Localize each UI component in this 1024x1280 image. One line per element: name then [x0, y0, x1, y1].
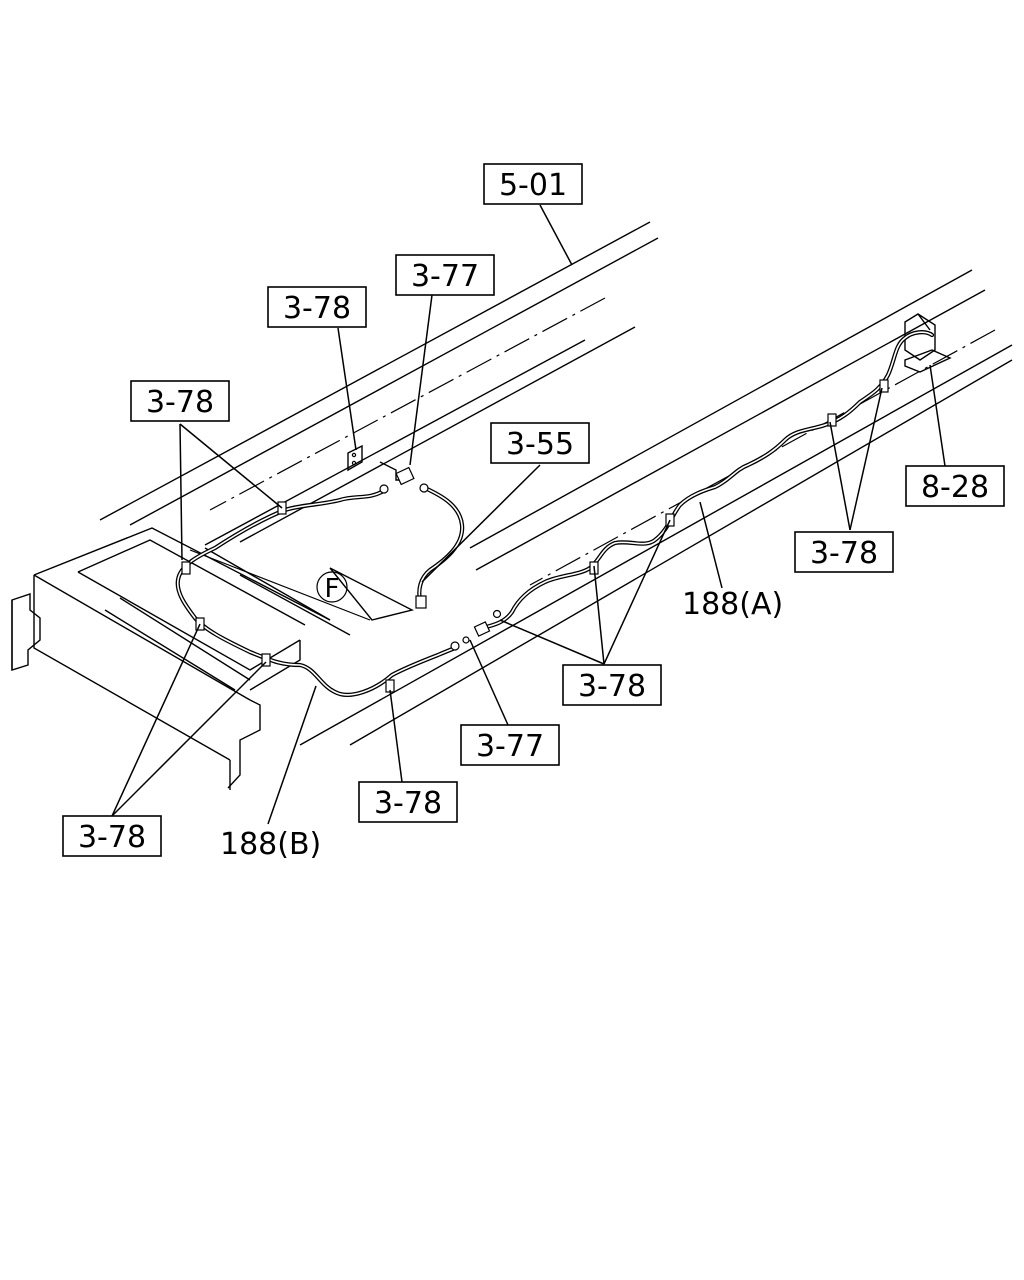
brake-pipe-188-a — [479, 330, 935, 631]
ref-label-188-a-group: 188(A) — [682, 587, 783, 622]
brake-pipe-188-b — [175, 487, 458, 697]
ref-label-188-b-group: 188(B) — [220, 827, 321, 862]
ref-label-3-77-bottom: 3-77 — [476, 729, 544, 764]
ref-label-3-78-bottom-left: 3-78 — [78, 820, 146, 855]
ref-box-3-55: 3-55 — [490, 422, 590, 464]
flexible-hose-3-55 — [379, 461, 465, 609]
ref-box-3-77-bottom: 3-77 — [460, 724, 560, 766]
ref-label-3-78-bottom: 3-78 — [374, 786, 442, 821]
view-marker-label: F — [325, 574, 340, 604]
frame-structure — [11, 221, 1013, 790]
ref-label-3-77-top: 3-77 — [411, 259, 479, 294]
view-marker-f: F — [316, 571, 348, 604]
ref-label-8-28: 8-28 — [921, 470, 989, 505]
ref-box-3-78-bottom: 3-78 — [358, 781, 458, 823]
ref-label-3-78-mid: 3-78 — [578, 669, 646, 704]
pipe-joints — [450, 609, 502, 651]
ref-box-3-78-right: 3-78 — [794, 531, 894, 573]
ref-label-3-78-top: 3-78 — [283, 291, 351, 326]
ref-label-3-78-left: 3-78 — [146, 385, 214, 420]
ref-box-3-78-left: 3-78 — [130, 380, 230, 422]
ref-label-5-01: 5-01 — [499, 168, 567, 203]
ref-label-188-b: 188(B) — [220, 827, 321, 862]
leader-lines — [111, 204, 946, 825]
ref-box-3-78-top: 3-78 — [267, 286, 367, 328]
ref-box-8-28: 8-28 — [905, 465, 1005, 507]
ref-box-5-01: 5-01 — [483, 163, 583, 205]
ref-label-188-a: 188(A) — [682, 587, 783, 622]
ref-label-3-55: 3-55 — [506, 427, 574, 462]
ref-box-3-78-mid: 3-78 — [562, 664, 662, 706]
ref-label-3-78-right: 3-78 — [810, 536, 878, 571]
ref-box-3-77-top: 3-77 — [395, 254, 495, 296]
ref-box-3-78-bottom-left: 3-78 — [62, 815, 162, 857]
